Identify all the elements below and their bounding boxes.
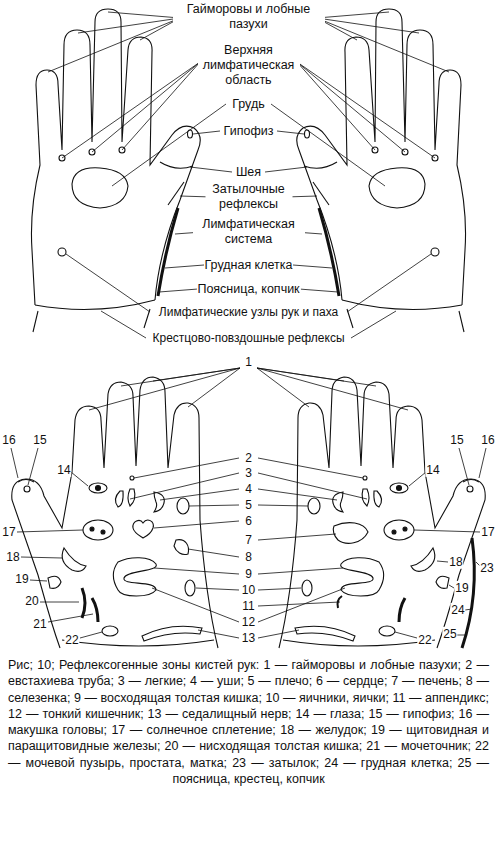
zone-label: Крестцово-повздошные рефлексы [151,331,345,345]
heart-zone [133,520,153,538]
callout-number: 19 [14,572,29,586]
callout-number: 16 [1,433,16,447]
zone-label: Лимфатические узлы рук и паха [158,305,339,319]
callout-number: 22 [64,633,79,647]
zone-label: Грудь [231,97,266,112]
callout-number: 5 [244,498,253,512]
callout-number: 7 [244,533,253,547]
liver-zone [333,523,368,544]
zone-label: Шея [235,165,262,180]
leader-line [258,448,486,638]
callout-number: 18 [5,550,20,564]
callout-number: 9 [244,567,253,581]
callout-number: 22 [417,633,432,647]
callout-number: 3 [244,466,253,480]
zone-label: Лимфатическая система [193,217,305,247]
zone-label: Гипофиз [223,124,275,139]
callout-number: 13 [241,631,256,645]
callout-number: 8 [244,550,253,564]
callout-number: 24 [450,603,465,617]
callout-number: 15 [449,433,464,447]
callout-number: 12 [241,615,256,629]
callout-number: 23 [479,561,494,575]
colon-zone [82,588,85,618]
callout-number: 16 [480,433,495,447]
callout-number: 20 [24,594,39,608]
callout-number: 18 [448,555,463,569]
zone-label: Поясница, копчик [196,282,300,297]
leader-line [11,448,239,638]
callout-number: 15 [32,433,47,447]
callout-number: 2 [244,451,253,465]
callout-number: 14 [425,463,440,477]
callout-number: 1 [244,355,253,369]
callout-number: 14 [56,463,71,477]
right-extras [258,448,486,648]
callout-number: 25 [442,627,457,641]
callout-number: 21 [32,617,47,631]
left-extras [11,448,239,638]
zone-label: Затылочные рефлексы [205,182,292,212]
callout-number: 6 [244,514,253,528]
bottom-hand-left [12,368,240,648]
callout-number: 11 [241,599,255,613]
zone-label: Грудная клетка [204,258,294,273]
callout-number: 4 [244,482,253,496]
bottom-hand-right [257,368,485,648]
spleen-zone [174,540,189,555]
callout-number: 17 [480,525,495,539]
zone-label: Гайморовы и лобные пазухи [173,2,325,32]
callout-number: 10 [241,583,256,597]
callout-number: 17 [1,525,16,539]
callout-number: 19 [454,581,469,595]
zone-label: Верхняя лимфатическая область [198,43,300,88]
figure-caption: Рис; 10; Рефлексогенные зоны кистей рук:… [8,657,489,787]
